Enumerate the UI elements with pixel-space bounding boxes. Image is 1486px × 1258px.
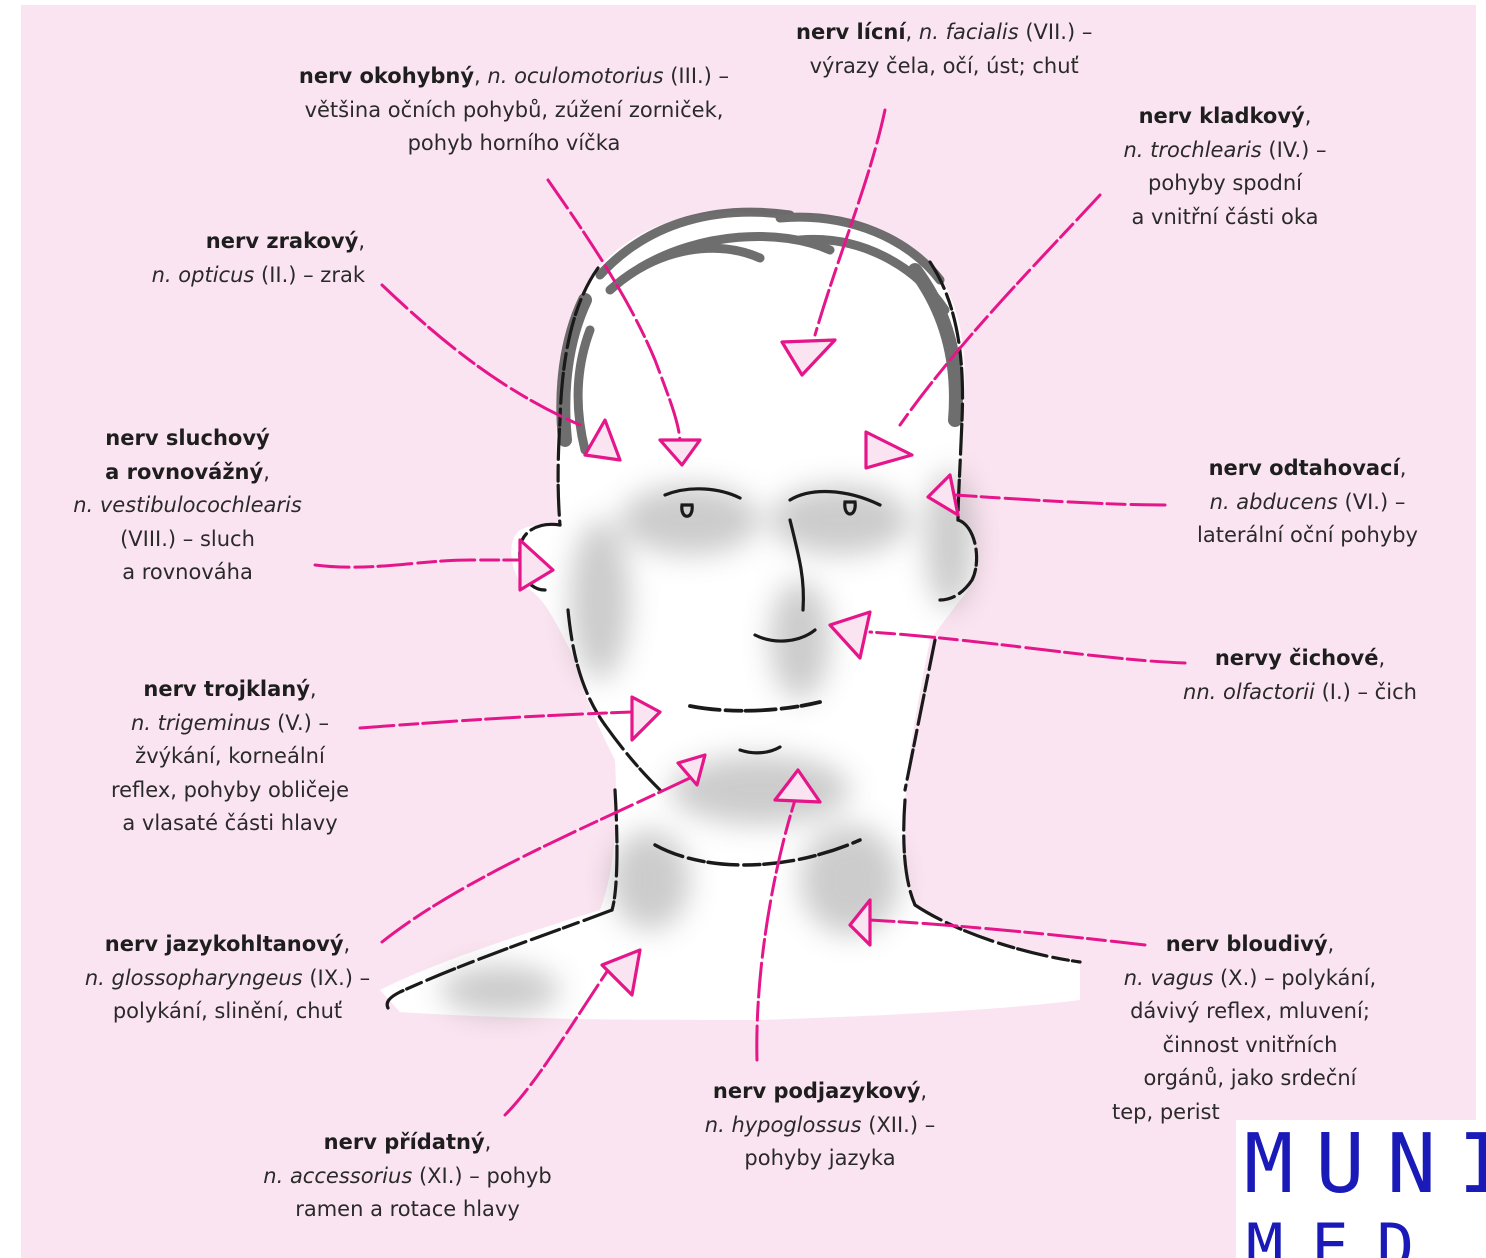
label-detail: (X.) – polykání,: [1213, 966, 1376, 990]
label-name: nerv jazykohltanový: [105, 932, 344, 956]
label-detail: (I.) – čich: [1315, 680, 1417, 704]
label-latin: n. hypoglossus: [705, 1113, 862, 1137]
label-name: nerv odtahovací: [1209, 456, 1400, 480]
label-latin: n. vestibulocochlearis: [73, 493, 302, 517]
label-detail: (IX.) –: [303, 966, 371, 990]
label-detail: (II.) – zrak: [254, 263, 365, 287]
label-latin: n. trigeminus: [131, 711, 270, 735]
label-vestibulocochlearis: nerv sluchový a rovnovážný, n. vestibulo…: [55, 422, 320, 590]
label-name: nerv bloudivý: [1166, 932, 1328, 956]
label-accessorius: nerv přídatný, n. accessorius (XI.) – po…: [230, 1126, 585, 1227]
label-desc: žvýkání, korneální: [80, 740, 380, 774]
label-detail: (IV.) –: [1262, 138, 1327, 162]
arrow-line-abducens: [955, 495, 1165, 505]
label-desc: většina očních pohybů, zúžení zorniček,: [266, 94, 762, 128]
label-oculomotorius: nerv okohybný, n. oculomotorius (III.) –…: [266, 60, 762, 161]
label-desc: laterální oční pohyby: [1170, 519, 1445, 553]
label-desc: polykání, slinění, chuť: [60, 995, 395, 1029]
label-facialis: nerv lícní, n. facialis (VII.) – výrazy …: [796, 16, 1092, 83]
label-name: nerv podjazykový: [713, 1079, 921, 1103]
arrow-line-vestibulocochlearis: [315, 560, 520, 567]
label-name: nerv přídatný: [324, 1130, 485, 1154]
label-desc: orgánů, jako srdeční: [1100, 1062, 1400, 1096]
arrow-line-opticus: [382, 285, 580, 425]
label-name: nerv okohybný: [299, 64, 474, 88]
label-hypoglossus: nerv podjazykový, n. hypoglossus (XII.) …: [680, 1075, 960, 1176]
logo-sub-text: MED: [1246, 1216, 1442, 1258]
label-name: nerv zrakový: [206, 229, 359, 253]
label-desc: pohyby jazyka: [680, 1142, 960, 1176]
label-glossopharyngeus: nerv jazykohltanový, n. glossopharyngeus…: [60, 928, 395, 1029]
label-detail: (V.) –: [270, 711, 329, 735]
label-latin: n. opticus: [152, 263, 255, 287]
label-detail: (VI.) –: [1338, 490, 1405, 514]
label-name: nerv trojklaný: [143, 677, 310, 701]
label-name: a rovnovážný: [105, 460, 263, 484]
label-detail: (VII.) –: [1019, 20, 1093, 44]
label-latin: n. vagus: [1124, 966, 1214, 990]
label-desc: (VIII.) – sluch: [55, 523, 320, 557]
label-latin: nn. olfactorii: [1183, 680, 1315, 704]
label-latin: n. glossopharyngeus: [85, 966, 303, 990]
label-desc: dávivý reflex, mluvení;: [1100, 995, 1400, 1029]
label-abducens: nerv odtahovací, n. abducens (VI.) – lat…: [1170, 452, 1445, 553]
label-desc: reflex, pohyby obličeje: [80, 774, 380, 808]
label-latin: n. trochlearis: [1123, 138, 1261, 162]
label-desc: pohyb horního víčka: [266, 127, 762, 161]
label-olfactorii: nervy čichové, nn. olfactorii (I.) – čic…: [1160, 642, 1440, 709]
label-latin: n. oculomotorius: [487, 64, 663, 88]
label-desc: pohyby spodní: [1100, 167, 1350, 201]
label-trochlearis: nerv kladkový, n. trochlearis (IV.) – po…: [1100, 100, 1350, 234]
label-name: nervy čichové: [1215, 646, 1379, 670]
label-vagus: nerv bloudivý, n. vagus (X.) – polykání,…: [1100, 928, 1400, 1129]
label-desc: a vlasaté části hlavy: [80, 807, 380, 841]
label-latin: n. abducens: [1210, 490, 1338, 514]
label-desc: a vnitřní části oka: [1100, 201, 1350, 235]
label-name: nerv kladkový: [1139, 104, 1305, 128]
label-detail: (XII.) –: [862, 1113, 936, 1137]
label-name: nerv lícní: [796, 20, 906, 44]
label-detail: (III.) –: [664, 64, 730, 88]
logo-main-text: MUNI: [1244, 1124, 1486, 1206]
label-desc: a rovnováha: [55, 556, 320, 590]
arrow-line-trigeminus: [360, 712, 632, 728]
label-trigeminus: nerv trojklaný, n. trigeminus (V.) – žvý…: [80, 673, 380, 841]
label-latin: n. facialis: [919, 20, 1019, 44]
label-desc: činnost vnitřních: [1100, 1029, 1400, 1063]
head-silhouette: [380, 212, 1080, 1020]
label-detail: (XI.) – pohyb: [412, 1164, 551, 1188]
label-desc: výrazy čela, očí, úst; chuť: [796, 50, 1092, 84]
label-opticus: nerv zrakový, n. opticus (II.) – zrak: [110, 225, 365, 292]
label-latin: n. accessorius: [263, 1164, 412, 1188]
muni-med-logo: MUNI MED: [1236, 1120, 1486, 1258]
label-desc: ramen a rotace hlavy: [230, 1193, 585, 1227]
label-name: nerv sluchový: [105, 426, 269, 450]
